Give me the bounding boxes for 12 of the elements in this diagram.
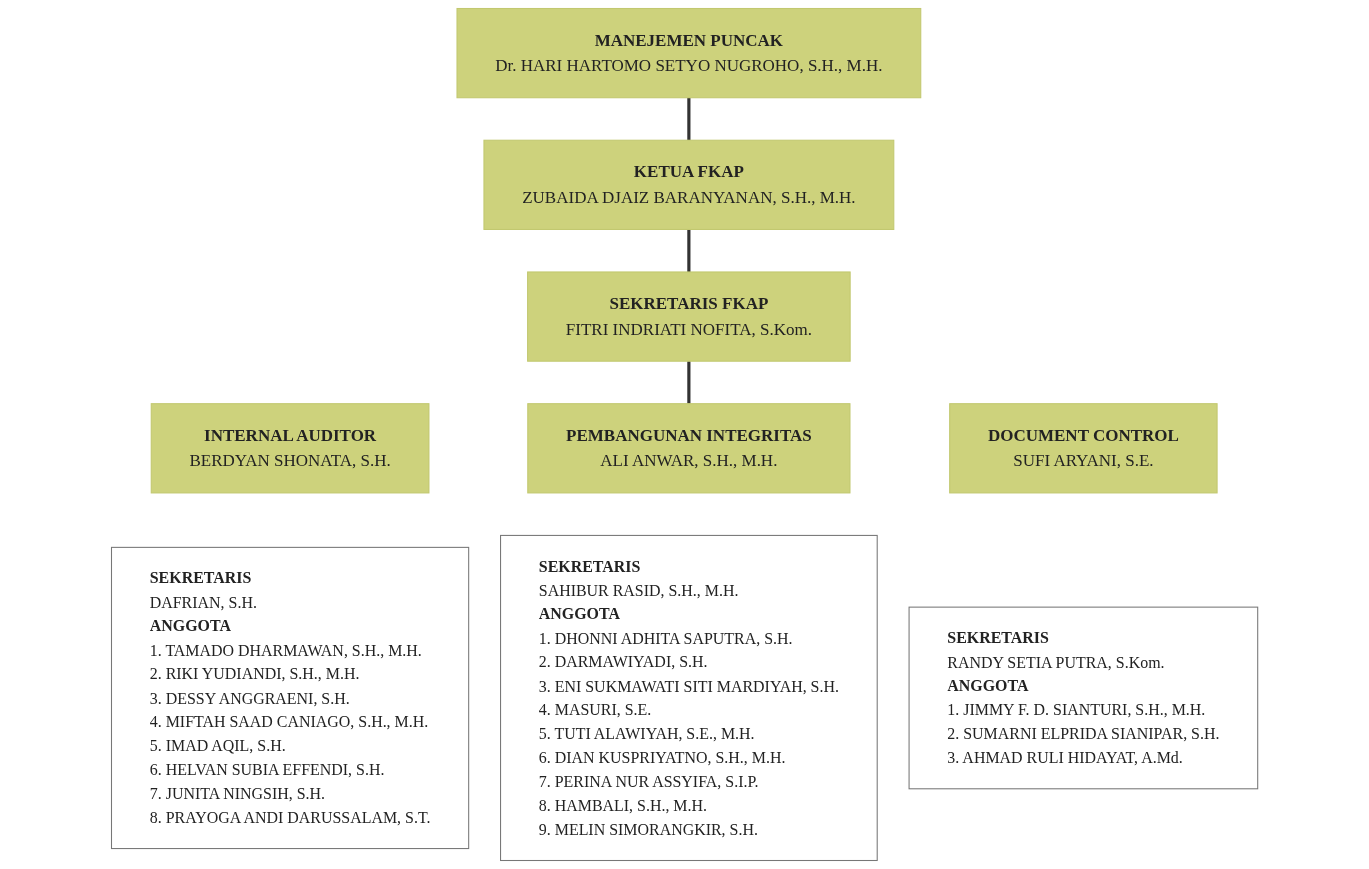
- connector: [687, 97, 691, 141]
- node-box: SEKRETARIS DAFRIAN, S.H. ANGGOTA 1. TAMADO DHARMAWAN, S.H., M.H. 2. RIKI YUDIANDI, S.H., M.H. 3. DESSY ANGGRAENI, S.H. 4. MIFTAH SAAD CANIAGO, S.H., M.H. 5. IMAD AQIL, S.H. 6. HELVAN SUBIA EFFENDI, S.H. 7. JUNITA NINGSIH, S.H. 8. PRAYOGA ANDI DARUSSALAM, S.T.: [110, 546, 470, 850]
- node-box: PEMBANGUNAN INTEGRITAS ALI ANWAR, S.H., M.H.: [527, 403, 851, 494]
- node-box: DOCUMENT CONTROL SUFI ARYANI, S.E.: [949, 403, 1218, 494]
- node-box: KETUA FKAP ZUBAIDA DJAIZ BARANYANAN, S.H., M.H.: [483, 139, 895, 230]
- node-box: INTERNAL AUDITOR BERDYAN SHONATA, S.H.: [150, 403, 430, 494]
- connector: [687, 361, 691, 404]
- node-box: SEKRETARIS RANDY SETIA PUTRA, S.Kom. ANGGOTA 1. JIMMY F. D. SIANTURI, S.H., M.H. 2. SUMARNI ELPRIDA SIANIPAR, S.H. 3. AHMAD RULI HIDAYAT, A.Md.: [908, 606, 1259, 790]
- connector: [687, 229, 691, 272]
- node-box: SEKRETARIS SAHIBUR RASID, S.H., M.H. ANGGOTA 1. DHONNI ADHITA SAPUTRA, S.H. 2. DARMAWIYADI, S.H. 3. ENI SUKMAWATI SITI MARDIYAH, S.H. 4. MASURI, S.E. 5. TUTI ALAWIYAH, S.E., M.H. 6. DIAN KUSPRIYATNO, S.H., M.H. 7. PERINA NUR ASSYIFA, S.I.P. 8. HAMBALI, S.H., M.H. 9. MELIN SIMORANGKIR, S.H.: [499, 534, 878, 862]
- node-box: SEKRETARIS FKAP FITRI INDRIATI NOFITA, S.Kom.: [526, 271, 851, 362]
- node-box: MANEJEMEN PUNCAK Dr. HARI HARTOMO SETYO NUGROHO, S.H., M.H.: [456, 7, 922, 99]
